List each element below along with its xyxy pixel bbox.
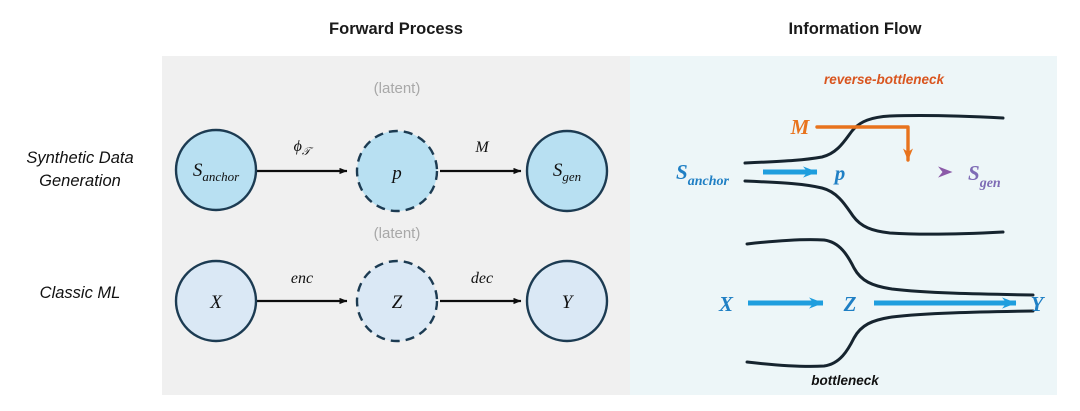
node-z-label: Z <box>392 292 403 313</box>
flow-label-s-gen: Sgen <box>968 161 1001 191</box>
node-s-gen-base: S <box>553 160 563 181</box>
forward-row-classic-ml: enc dec X Z Y <box>174 259 609 343</box>
row-label-synthetic-data-generation-line2: Generation <box>39 172 121 190</box>
flow-label-s-anchor-sub: anchor <box>688 174 730 189</box>
flow-label-z: Z <box>843 292 857 316</box>
node-x-label: X <box>209 292 223 313</box>
node-p[interactable]: p <box>355 129 439 213</box>
bottleneck-curve-upper <box>745 238 1035 297</box>
edge-label-dec: dec <box>471 270 493 287</box>
reverse-bottleneck-curve-upper <box>743 114 1005 165</box>
node-y-circle <box>525 259 609 343</box>
node-s-anchor[interactable]: Sanchor <box>174 128 258 212</box>
annotation-reverse-bottleneck: reverse-bottleneck <box>824 72 946 87</box>
node-s-gen[interactable]: Sgen <box>525 129 609 213</box>
panel-title-forward-process: Forward Process <box>329 20 463 38</box>
annotation-bottleneck: bottleneck <box>811 373 880 388</box>
node-s-anchor-label: Sanchor <box>193 160 240 184</box>
node-s-gen-circle <box>525 129 609 213</box>
node-z-circle <box>355 259 439 343</box>
flow-label-p: p <box>833 161 846 185</box>
row-label-synthetic-data-generation-line1: Synthetic Data <box>26 149 133 167</box>
node-y[interactable]: Y <box>525 259 609 343</box>
node-p-circle <box>355 129 439 213</box>
node-s-gen-label: Sgen <box>553 160 581 184</box>
flow-label-y: Y <box>1031 292 1046 316</box>
node-z[interactable]: Z <box>355 259 439 343</box>
node-s-anchor-sub: anchor <box>202 169 240 184</box>
latent-caption-top: (latent) <box>374 80 421 97</box>
flow-label-s-gen-sub: gen <box>979 176 1001 191</box>
node-s-anchor-base: S <box>193 160 203 181</box>
panel-information-flow-background <box>630 56 1057 395</box>
reverse-bottleneck-curve-lower <box>743 179 1005 236</box>
node-y-label: Y <box>562 292 575 313</box>
forward-row-synthetic-data-generation: ϕ𝒯 M Sanchor p Sgen <box>174 128 609 213</box>
edge-label-phi-t-base: ϕ <box>294 138 302 155</box>
panel-title-information-flow: Information Flow <box>789 20 922 38</box>
bottleneck-curve-lower <box>745 309 1035 368</box>
information-flow-bottom: X Z Y bottleneck <box>718 238 1046 388</box>
node-p-label: p <box>390 163 402 184</box>
edge-label-m: M <box>474 139 490 156</box>
node-x-circle <box>174 259 258 343</box>
node-s-anchor-circle <box>174 128 258 212</box>
control-signal-m-path <box>815 125 913 162</box>
flow-label-s-gen-base: S <box>968 161 980 185</box>
flow-label-x: X <box>718 292 734 316</box>
flow-label-s-anchor-base: S <box>676 160 688 184</box>
node-s-gen-sub: gen <box>562 169 581 184</box>
flow-label-m: M <box>790 115 811 139</box>
information-flow-top: reverse-bottleneck Sanchor p M Sgen <box>676 72 1005 236</box>
flow-label-s-anchor: Sanchor <box>676 160 729 189</box>
node-x[interactable]: X <box>174 259 258 343</box>
row-label-classic-ml: Classic ML <box>40 284 121 302</box>
latent-caption-bottom: (latent) <box>374 225 421 242</box>
edge-label-enc: enc <box>291 270 313 287</box>
